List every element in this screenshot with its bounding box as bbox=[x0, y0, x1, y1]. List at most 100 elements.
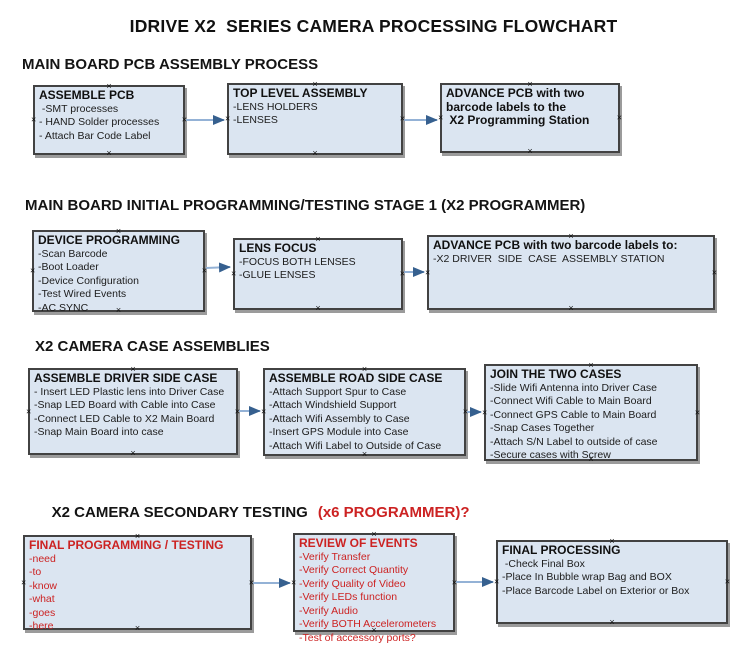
box-item: -Slide Wifi Antenna into Driver Case bbox=[490, 381, 657, 394]
box-item: -FOCUS BOTH LENSES bbox=[239, 255, 356, 268]
box-title: FINAL PROGRAMMING / TESTING bbox=[29, 538, 224, 552]
connection-handle-icon: × bbox=[711, 267, 717, 277]
connection-handle-icon: × bbox=[106, 148, 112, 158]
flow-box-top-level-assembly: TOP LEVEL ASSEMBLY -LENS HOLDERS -LENSES… bbox=[225, 79, 405, 158]
flow-box-join-the-two-cases: JOIN THE TWO CASES -Slide Wifi Antenna i… bbox=[482, 360, 700, 464]
connection-handle-icon: × bbox=[201, 265, 207, 276]
flow-box-final-programming-testing: FINAL PROGRAMMING / TESTING -need -to -k… bbox=[21, 532, 254, 633]
box-title: REVIEW OF EVENTS bbox=[299, 536, 418, 550]
connection-handle-icon: × bbox=[312, 148, 318, 158]
box-item: - Insert LED Plastic lens into Driver Ca… bbox=[34, 385, 225, 398]
box-item: -Snap Main Board into case bbox=[34, 426, 164, 438]
box-item: -Connect LED Cable to X2 Main Board bbox=[34, 412, 215, 425]
box-item: -Attach Wifi Assembly to Case bbox=[269, 412, 410, 425]
box-item: -Verify Transfer bbox=[299, 550, 371, 563]
connection-handle-icon: × bbox=[399, 268, 405, 279]
connection-handle-icon: × bbox=[21, 577, 27, 587]
connection-handle-icon: × bbox=[425, 267, 431, 277]
connection-handle-icon: × bbox=[312, 79, 318, 89]
connection-handle-icon: × bbox=[130, 364, 136, 374]
box-item: - HAND Solder processes bbox=[39, 116, 160, 128]
box-item: -Connect Wifi Cable to Main Board bbox=[490, 395, 652, 407]
connection-handle-icon: × bbox=[568, 303, 574, 313]
box-item: -Verify Audio bbox=[299, 604, 358, 617]
connection-handle-icon: × bbox=[462, 406, 468, 417]
box-item: - Attach Bar Code Label bbox=[39, 129, 151, 142]
box-title: LENS FOCUS bbox=[239, 241, 317, 255]
box-item: -goes bbox=[29, 606, 56, 619]
box-item: -Scan Barcode bbox=[38, 247, 108, 260]
box-item: -GLUE LENSES bbox=[239, 269, 316, 281]
box-item: -LENS HOLDERS bbox=[233, 100, 318, 113]
connection-handle-icon: × bbox=[315, 303, 321, 313]
box-item: -Snap Cases Together bbox=[490, 422, 595, 434]
box-item: -Place In Bubble wrap Bag and BOX bbox=[502, 571, 672, 583]
connection-handle-icon: × bbox=[609, 536, 615, 546]
box-title: ADVANCE PCB with two barcode labels to t… bbox=[446, 86, 590, 127]
box-title: DEVICE PROGRAMMING bbox=[38, 233, 181, 247]
connection-handle-icon: × bbox=[724, 576, 730, 587]
box-title: ASSEMBLE ROAD SIDE CASE bbox=[269, 371, 443, 385]
flow-box-assemble-pcb: ASSEMBLE PCB -SMT processes - HAND Solde… bbox=[31, 82, 187, 158]
box-item: -LENSES bbox=[233, 114, 278, 126]
box-item: -Boot Loader bbox=[38, 261, 99, 273]
section-heading-red-text: (x6 PROGRAMMER)? bbox=[317, 504, 470, 521]
box-item: -AC SYNC bbox=[38, 301, 89, 314]
flow-box-advance-pcb-driver-side-station: ADVANCE PCB with two barcode labels to: … bbox=[425, 232, 717, 313]
connection-handle-icon: × bbox=[438, 112, 444, 123]
connection-handle-icon: × bbox=[494, 576, 500, 587]
section-heading-case-assemblies: X2 CAMERA CASE ASSEMBLIES bbox=[35, 338, 270, 355]
box-title: ASSEMBLE DRIVER SIDE CASE bbox=[34, 371, 218, 385]
box-item: -Insert GPS Module into Case bbox=[269, 426, 409, 438]
flow-box-review-of-events: REVIEW OF EVENTS -Verify Transfer -Verif… bbox=[291, 529, 457, 644]
box-item: -Test Wired Events bbox=[38, 288, 127, 300]
box-item: -need bbox=[29, 552, 56, 565]
box-item: -to bbox=[29, 566, 42, 578]
box-item: -Check Final Box bbox=[502, 557, 585, 570]
arrow-device-programming-to-lens-focus bbox=[205, 262, 231, 273]
box-item: -Attach Windshield Support bbox=[269, 399, 397, 411]
box-item: -X2 DRIVER SIDE CASE ASSEMBLY STATION bbox=[433, 252, 665, 265]
connection-handle-icon: × bbox=[588, 360, 594, 370]
box-item: -Verify Quality of Video bbox=[299, 577, 406, 590]
connection-handle-icon: × bbox=[482, 407, 488, 417]
page-title: IDRIVE X2 SERIES CAMERA PROCESSING FLOWC… bbox=[129, 16, 618, 36]
connection-handle-icon: × bbox=[361, 364, 368, 374]
connection-handle-icon: × bbox=[115, 305, 122, 315]
box-item: -Test of accessory ports? bbox=[299, 631, 416, 644]
box-item: -Attach S/N Label to outside of case bbox=[490, 435, 658, 448]
section-heading-pcb-assembly: MAIN BOARD PCB ASSEMBLY PROCESS bbox=[22, 56, 319, 73]
flow-box-lens-focus: LENS FOCUS -FOCUS BOTH LENSES -GLUE LENS… bbox=[231, 234, 405, 313]
connection-handle-icon: × bbox=[130, 448, 136, 458]
connection-handle-icon: × bbox=[31, 114, 37, 125]
connection-handle-icon: × bbox=[451, 577, 457, 587]
box-title: TOP LEVEL ASSEMBLY bbox=[233, 86, 368, 100]
connection-handle-icon: × bbox=[231, 268, 237, 279]
flow-box-assemble-road-side-case: ASSEMBLE ROAD SIDE CASE -Attach Support … bbox=[261, 364, 468, 459]
connection-handle-icon: × bbox=[181, 114, 187, 125]
box-title: ADVANCE PCB with two barcode labels to: bbox=[433, 238, 678, 252]
box-item: -Secure cases with Screw bbox=[490, 449, 611, 461]
connection-handle-icon: × bbox=[588, 454, 594, 464]
section-heading-initial-programming: MAIN BOARD INITIAL PROGRAMMING/TESTING S… bbox=[25, 197, 586, 214]
connection-handle-icon: × bbox=[527, 146, 533, 156]
connection-handle-icon: × bbox=[315, 234, 321, 244]
section-heading-secondary-testing: X2 CAMERA SECONDARY TESTING(x6 PROGRAMME… bbox=[35, 487, 470, 538]
box-item: -Verify LEDs function bbox=[299, 591, 398, 603]
box-item: -Device Configuration bbox=[38, 274, 139, 287]
box-title: JOIN THE TWO CASES bbox=[490, 367, 622, 381]
box-item: -Attach Wifi Label to Outside of Case bbox=[269, 439, 442, 452]
connection-handle-icon: × bbox=[225, 113, 231, 124]
connection-handle-icon: × bbox=[371, 529, 377, 539]
connection-handle-icon: × bbox=[616, 112, 622, 123]
connection-handle-icon: × bbox=[248, 577, 254, 587]
flow-box-assemble-driver-side-case: ASSEMBLE DRIVER SIDE CASE - Insert LED P… bbox=[26, 364, 240, 458]
connection-handle-icon: × bbox=[115, 226, 122, 236]
connection-handle-icon: × bbox=[371, 625, 377, 635]
box-item: -Attach Support Spur to Case bbox=[269, 385, 407, 398]
box-item: -Connect GPS Cable to Main Board bbox=[490, 408, 657, 421]
box-item: -what bbox=[29, 593, 55, 605]
box-item: -Verify Correct Quantity bbox=[299, 564, 409, 576]
flow-box-final-processing: FINAL PROCESSING -Check Final Box -Place… bbox=[494, 536, 730, 627]
connection-handle-icon: × bbox=[134, 623, 141, 633]
